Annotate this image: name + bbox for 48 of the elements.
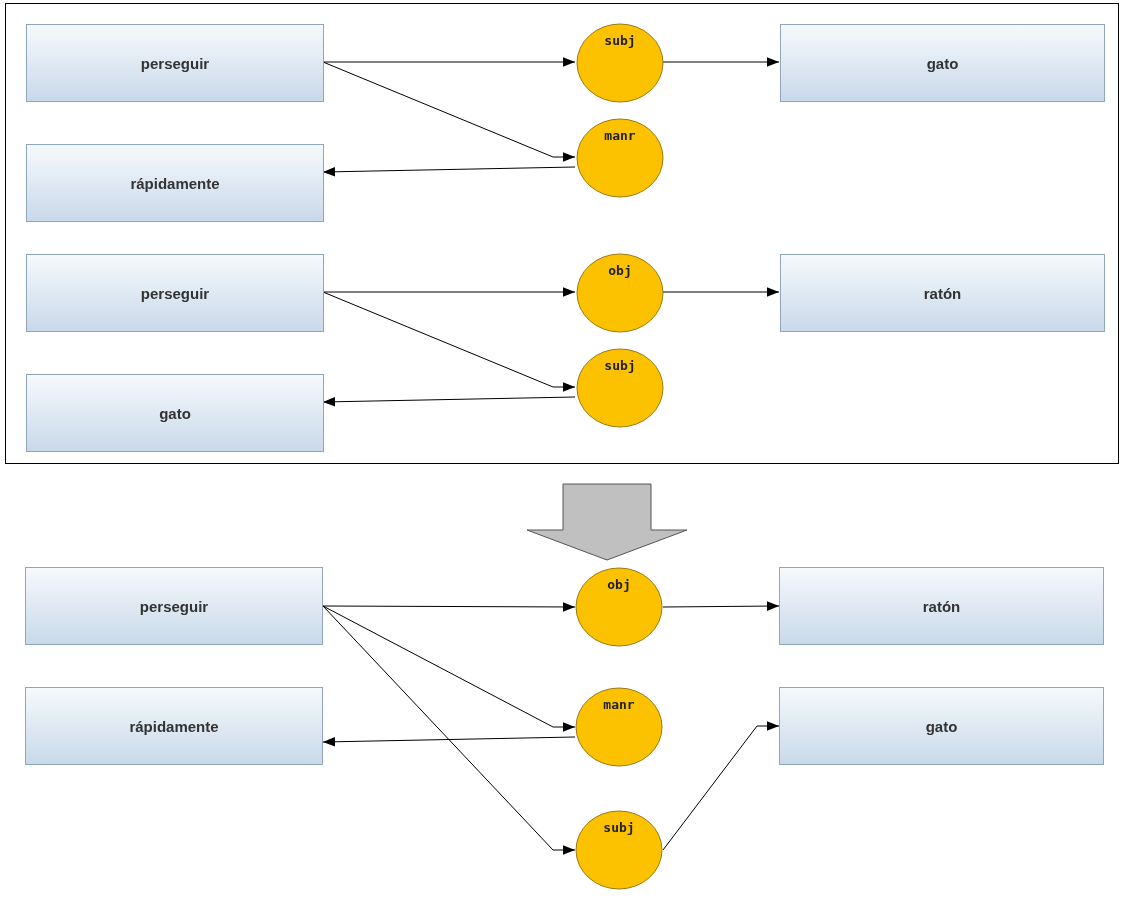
relation-label: manr (603, 697, 635, 712)
relation-circle (576, 118, 664, 198)
concept-label: gato (159, 404, 191, 422)
arrow (662, 287, 780, 297)
arrow (322, 166, 576, 177)
concept-box (26, 144, 324, 222)
concept-box (779, 687, 1104, 765)
arrow (322, 736, 576, 747)
arrow (322, 61, 576, 162)
block-arrow (526, 483, 688, 561)
relation-circle (575, 687, 663, 767)
arrow (322, 602, 576, 612)
relation-circle (576, 253, 664, 333)
concept-label: ratón (923, 284, 962, 302)
concept-label: perseguir (140, 54, 210, 72)
concept-label: rápidamente (130, 174, 220, 192)
diagram-frame (5, 3, 1119, 464)
relation-label: obj (607, 577, 631, 592)
concept-label: perseguir (139, 597, 209, 615)
concept-box (26, 374, 324, 452)
arrow (322, 291, 576, 392)
concept-box (26, 24, 324, 102)
concept-box (780, 24, 1105, 102)
relation-circle (575, 567, 663, 647)
relation-circle (576, 23, 664, 103)
arrow (322, 605, 576, 732)
relation-label: subj (604, 358, 636, 373)
concept-label: rápidamente (129, 717, 219, 735)
concept-box (780, 254, 1105, 332)
relation-circle (575, 810, 663, 890)
relation-label: subj (603, 820, 635, 835)
relation-label: manr (604, 128, 636, 143)
concept-box (26, 254, 324, 332)
concept-label: perseguir (140, 284, 210, 302)
arrow (662, 601, 780, 611)
concept-box (779, 567, 1104, 645)
arrow (662, 721, 780, 851)
concept-label: gato (926, 54, 959, 72)
arrow (662, 57, 780, 67)
relation-label: obj (608, 263, 632, 278)
arrow (322, 605, 576, 855)
concept-box (25, 687, 323, 765)
concept-label: gato (925, 717, 958, 735)
relation-label: subj (604, 33, 636, 48)
relation-circle (576, 348, 664, 428)
arrow (322, 396, 576, 407)
concept-box (25, 567, 323, 645)
concept-label: ratón (922, 597, 961, 615)
